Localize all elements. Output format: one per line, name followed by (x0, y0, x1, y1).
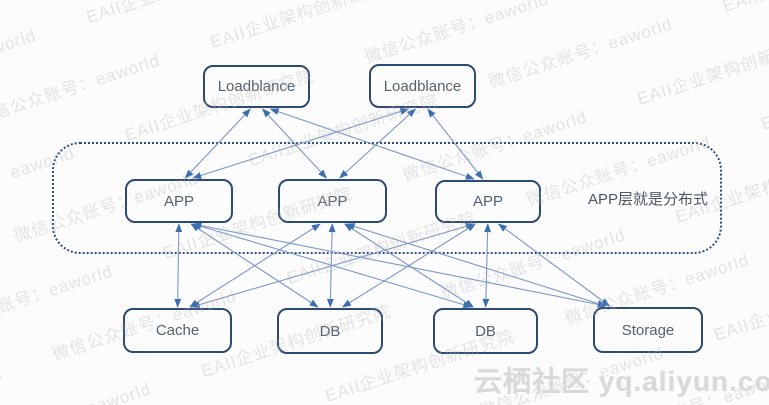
db-node-1: DB (277, 308, 383, 354)
cache-node: Cache (123, 308, 232, 353)
edge-lb2-app3 (427, 108, 484, 180)
app-layer-note: APP层就是分布式 (588, 191, 709, 208)
edge-app3-db2 (482, 223, 492, 308)
app-node-2: APP (278, 179, 387, 223)
storage-node: Storage (593, 307, 703, 353)
edge-app3-db1 (341, 223, 477, 308)
edge-lb1-app2 (262, 108, 327, 179)
loadbalancer-node-2: Loadblance (369, 64, 476, 108)
app-node-1: APP (125, 179, 233, 223)
loadbalancer-node-1: Loadblance (203, 65, 310, 108)
edge-app2-storage (345, 223, 607, 307)
db-node-2: DB (433, 308, 538, 354)
edge-lb1-app3 (269, 108, 475, 180)
app-node-3: APP (435, 180, 541, 223)
edge-lb2-app2 (339, 108, 416, 179)
edge-app3-storage (497, 223, 611, 307)
edge-app1-cache (174, 223, 183, 308)
edge-lb1-app1 (184, 108, 251, 179)
